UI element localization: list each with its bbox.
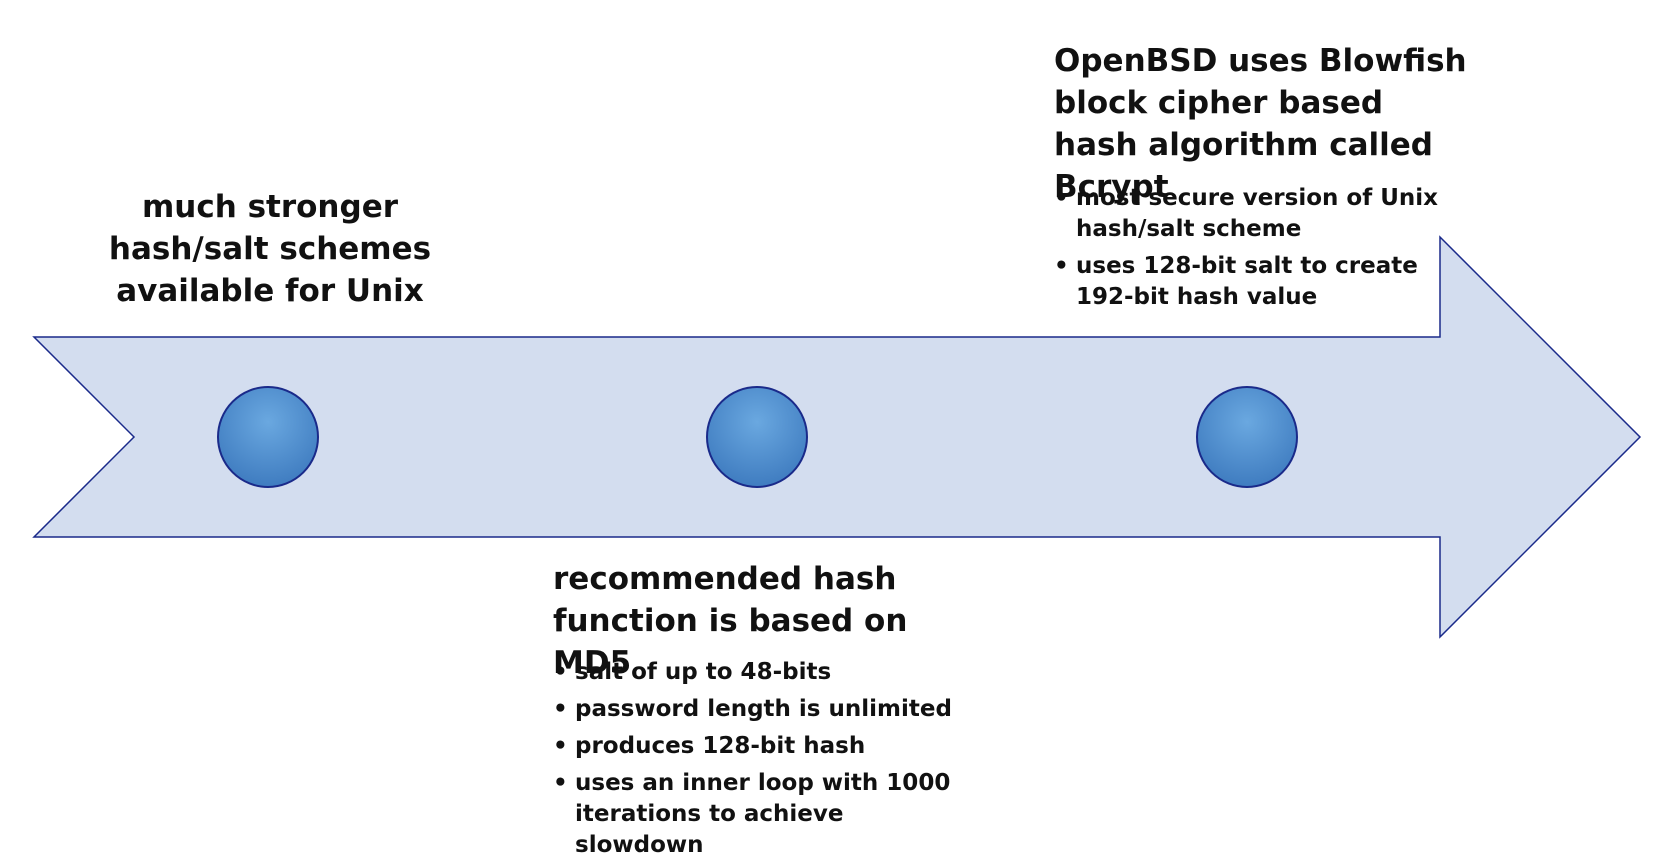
timeline-diagram [32, 235, 1642, 639]
milestone-1-heading: much stronger hash/salt schemes availabl… [108, 189, 432, 309]
milestone-2-bullet-list: salt of up to 48-bits password length is… [553, 657, 973, 867]
milestone-2-bullet: password length is unlimited [553, 694, 973, 725]
milestone-2-bullet: produces 128-bit hash [553, 731, 973, 762]
milestone-3-bullet: most secure version of Unix hash/salt sc… [1054, 183, 1454, 245]
milestone-2-bullet: uses an inner loop with 1000 iterations … [553, 768, 973, 861]
milestone-3-bullet: uses 128-bit salt to create 192-bit hash… [1054, 251, 1454, 313]
milestone-marker-3 [1196, 386, 1298, 488]
milestone-3-heading: OpenBSD uses Blowfish block cipher based… [1054, 43, 1467, 205]
milestone-marker-1 [217, 386, 319, 488]
milestone-2-bullet: salt of up to 48-bits [553, 657, 973, 688]
milestone-3-bullet-list: most secure version of Unix hash/salt sc… [1054, 183, 1454, 319]
milestone-marker-2 [706, 386, 808, 488]
